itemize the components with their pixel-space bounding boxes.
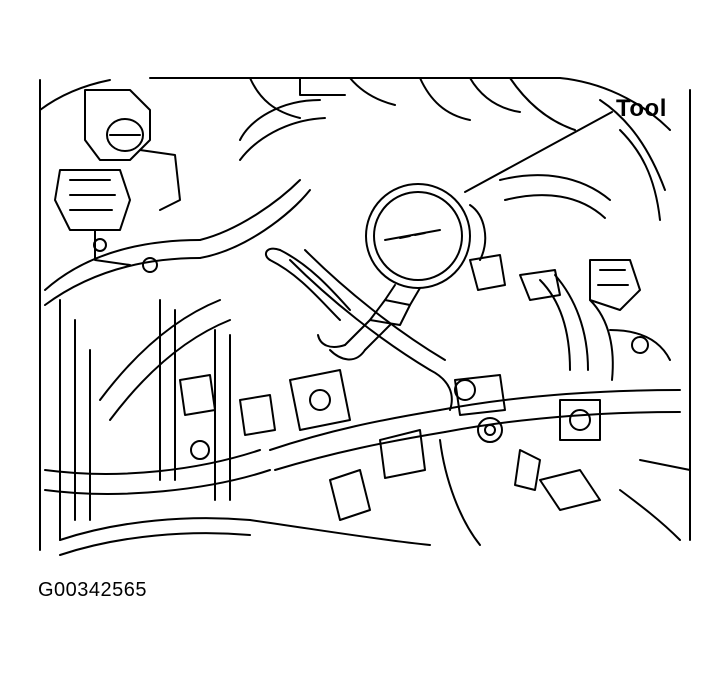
figure-id: G00342565 (38, 579, 148, 601)
hoses (45, 100, 680, 555)
background-structure (40, 78, 690, 550)
lower-components (180, 370, 540, 545)
right-fittings (470, 255, 690, 540)
callout-label: Tool (616, 95, 667, 122)
pressure-gauge (266, 184, 485, 359)
callout-leader-line (465, 112, 612, 192)
left-actuator (55, 90, 180, 272)
